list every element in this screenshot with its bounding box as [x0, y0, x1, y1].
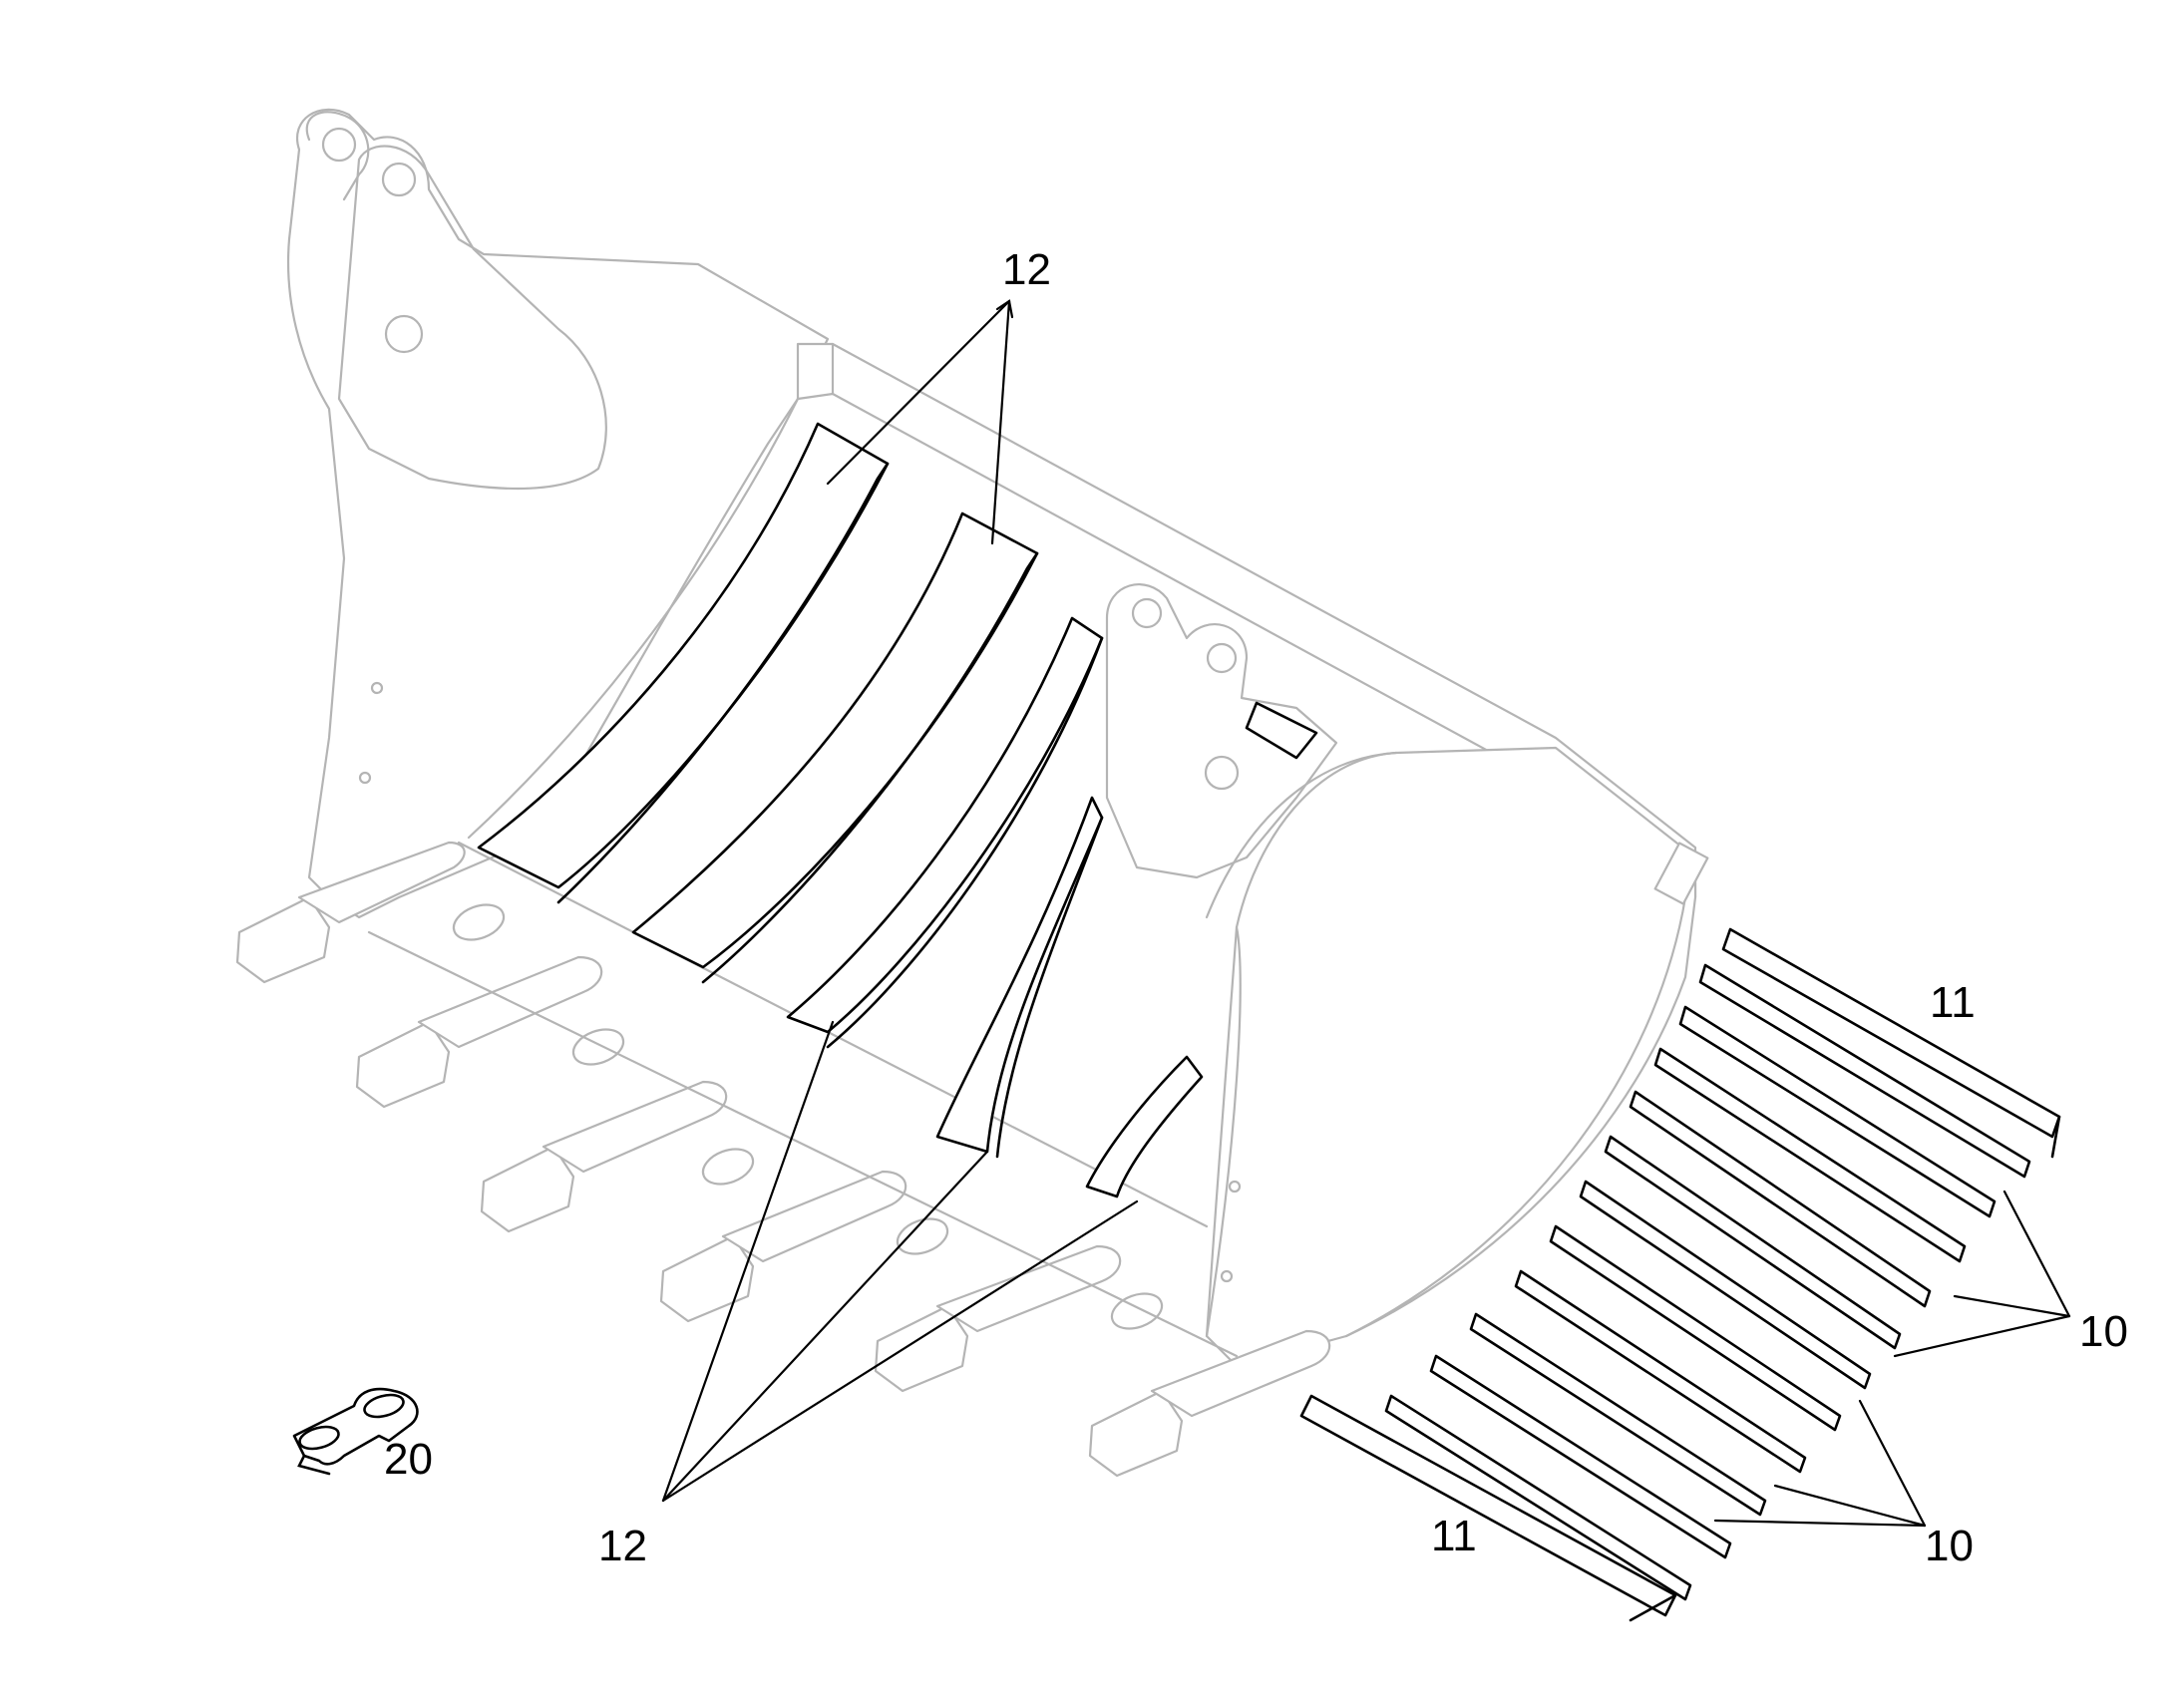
left-ear-hole-c	[384, 314, 424, 354]
right-ear-hole-b	[1206, 642, 1238, 674]
right-side-outer-rim	[1344, 895, 1687, 1338]
bar-10-l5	[1429, 1354, 1732, 1559]
callout-10-upper: 10	[2079, 1307, 2128, 1356]
bar-10-u2	[1678, 1005, 1997, 1218]
left-ear-hole-a	[321, 127, 357, 163]
tooth-5	[874, 1244, 1164, 1393]
rivet-1	[370, 681, 384, 695]
right-ear-hole-a	[1131, 597, 1163, 629]
bar-10-u3	[1653, 1047, 1967, 1263]
leader-lines	[661, 299, 2071, 1528]
right-ear-hole-c	[1204, 755, 1240, 791]
teeth-row	[235, 841, 1331, 1478]
rivet-4	[1220, 1269, 1234, 1283]
bar-10-l4	[1469, 1312, 1767, 1517]
bar-10-l6	[1384, 1394, 1692, 1601]
bar-10-u4	[1629, 1090, 1932, 1308]
left-ear-hole-b	[381, 162, 417, 197]
right-upper-rim	[1205, 751, 1398, 919]
adapter-bar	[367, 930, 1239, 1358]
right-ear	[1105, 583, 1338, 879]
rivet-3	[1228, 1180, 1242, 1194]
left-ear-outer	[305, 111, 370, 201]
bar-10-u1	[1698, 963, 2031, 1179]
bucket-body	[286, 108, 1709, 1368]
wear-strips-12	[477, 422, 1318, 1198]
wear-strip-12-f	[1245, 701, 1318, 760]
bar-11-top	[1721, 927, 2061, 1139]
wear-strip-12-e	[1085, 1055, 1204, 1198]
clip-part-20	[292, 1387, 419, 1476]
right-side-plate	[1205, 746, 1697, 1368]
bar-10-u5	[1604, 1135, 1902, 1350]
callouts: 12 12 11 11 10 10 20	[384, 245, 2128, 1570]
wear-strip-12-d	[935, 796, 1104, 1154]
back-plate-curve	[467, 397, 800, 840]
callout-10-lower: 10	[1925, 1522, 1974, 1570]
tooth-3	[480, 1080, 755, 1233]
bar-10-l3	[1514, 1269, 1807, 1474]
cutting-edge-line	[457, 841, 1209, 1228]
bar-10-l2	[1549, 1224, 1842, 1432]
callout-12-bottom: 12	[598, 1522, 647, 1570]
callout-11-bottom: 11	[1431, 1512, 1477, 1560]
left-side-plate	[286, 108, 830, 919]
side-clip-block	[1653, 842, 1709, 905]
left-ear-plate	[337, 145, 607, 491]
tooth-4	[659, 1170, 949, 1323]
wear-strip-12-a	[477, 422, 890, 889]
rivet-2	[358, 771, 372, 785]
callout-20: 20	[384, 1435, 433, 1484]
tooth-6	[1088, 1329, 1331, 1478]
right-side-inner-rim	[1205, 925, 1242, 1338]
tooth-1	[235, 841, 506, 984]
bar-11-bottom	[1299, 1394, 1677, 1617]
wear-strip-12-c	[786, 616, 1104, 1034]
callout-11-top: 11	[1930, 978, 1976, 1027]
bar-10-l1	[1579, 1180, 1872, 1390]
tooth-2	[355, 955, 625, 1109]
side-wear-bars	[1299, 927, 2061, 1622]
callout-12-top: 12	[1002, 245, 1051, 294]
